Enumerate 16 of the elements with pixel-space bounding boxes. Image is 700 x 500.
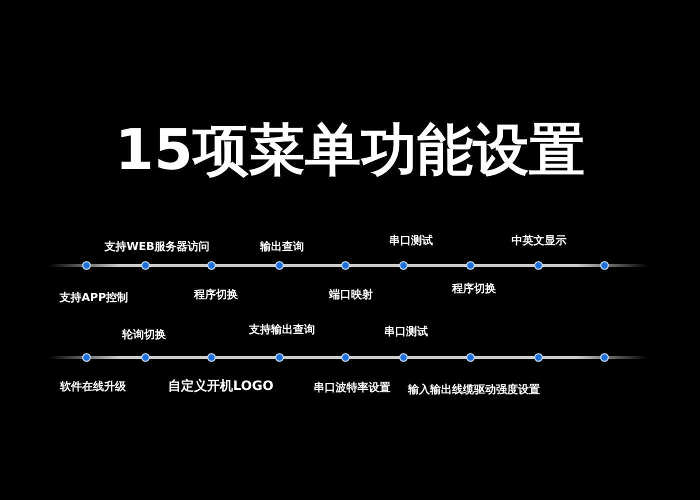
feature-label: 自定义开机LOGO bbox=[168, 380, 274, 394]
feature-label: 支持APP控制 bbox=[60, 292, 128, 304]
feature-label: 程序切换 bbox=[194, 288, 238, 302]
feature-label: 中英文显示 bbox=[512, 234, 566, 248]
feature-label: 程序切换 bbox=[452, 282, 496, 296]
feature-label: 串口测试 bbox=[389, 234, 433, 248]
title: 15项菜单功能设置 bbox=[115, 119, 585, 184]
feature-label: 输出查询 bbox=[260, 240, 304, 254]
feature-label: 输入输出线缆驱动强度设置 bbox=[408, 384, 540, 396]
feature-label: 串口测试 bbox=[384, 326, 428, 338]
feature-label: 轮询切换 bbox=[122, 328, 166, 342]
feature-label: 支持输出查询 bbox=[249, 324, 315, 336]
feature-label: 串口波特率设置 bbox=[314, 382, 390, 394]
feature-label: 支持WEB服务器访问 bbox=[104, 240, 210, 254]
feature-label: 端口映射 bbox=[329, 288, 373, 302]
feature-label: 软件在线升级 bbox=[60, 380, 126, 394]
